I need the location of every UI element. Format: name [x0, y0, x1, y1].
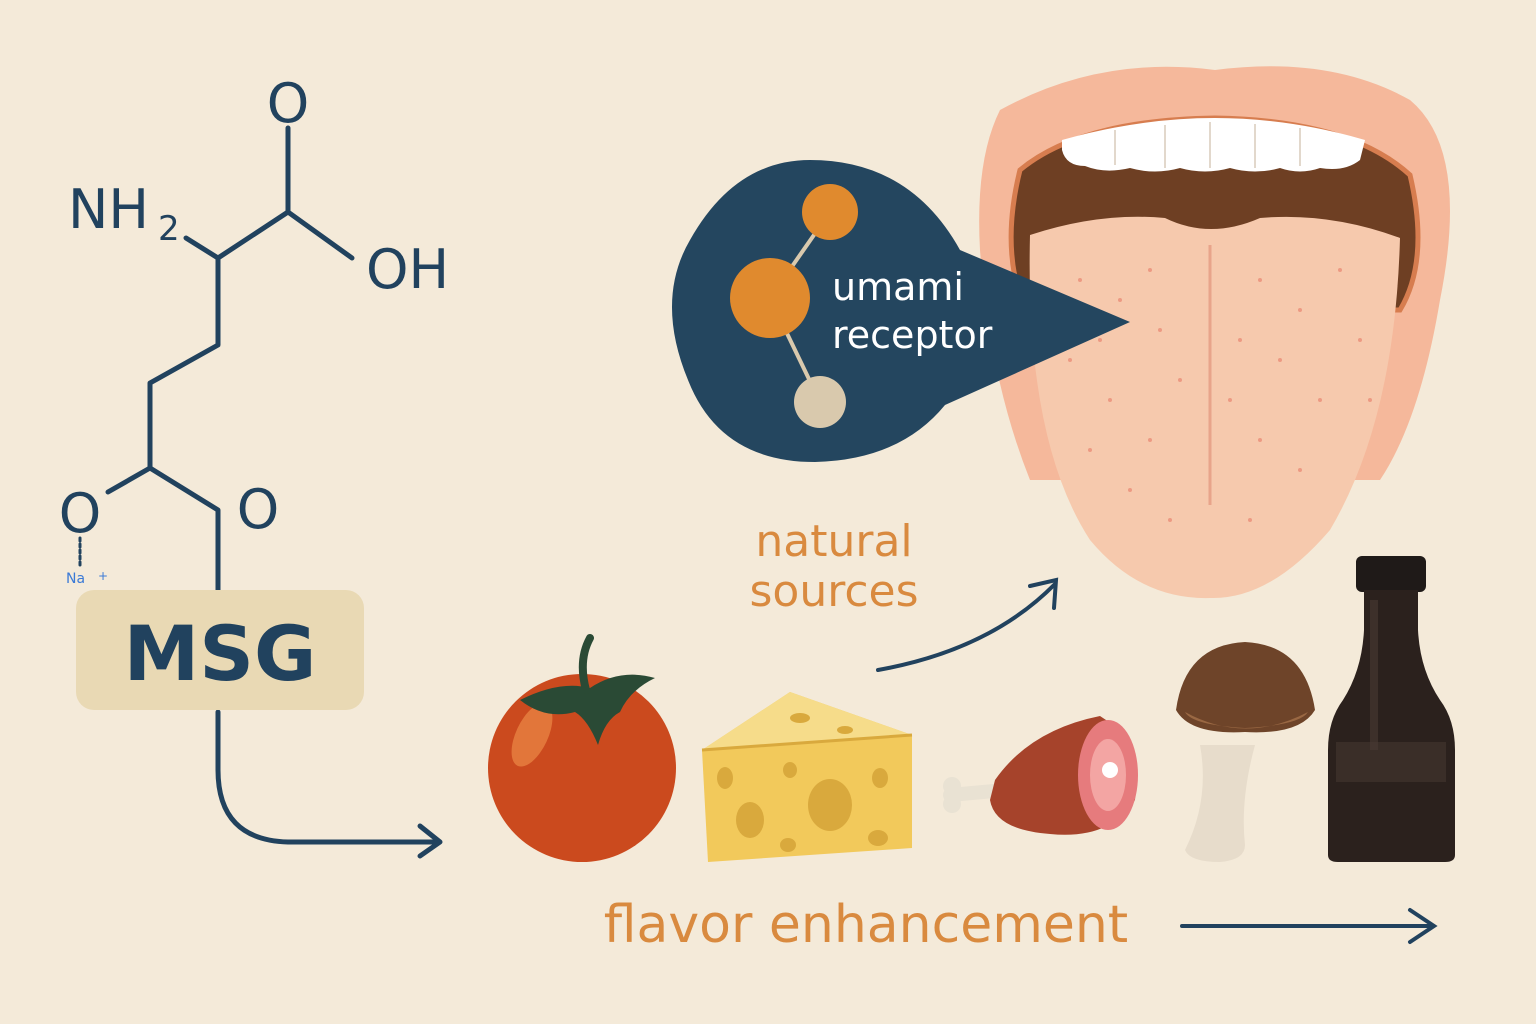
mushroom-icon	[1176, 642, 1315, 862]
sources-to-tongue-arrow	[876, 577, 1059, 672]
meat-icon	[943, 716, 1138, 835]
amine-subscript: 2	[158, 209, 180, 249]
teeth-gaps	[1114, 122, 1301, 168]
hydroxyl-label: OH	[366, 238, 449, 301]
msg-to-food-path	[215, 709, 441, 845]
soy-sauce-bottle-icon	[1328, 556, 1455, 862]
msg-label-box	[76, 590, 364, 710]
mouth-illustration	[979, 66, 1450, 599]
sodium-charge: +	[98, 569, 108, 583]
oxygen-top-label: O	[267, 72, 310, 135]
msg-label: MSG	[124, 609, 317, 698]
tongue-papillae	[1068, 268, 1372, 522]
umami-receptor-bubble: umami receptor	[671, 160, 1130, 462]
bond-side-chain	[147, 255, 221, 471]
oxygen-right-label: O	[237, 478, 280, 541]
oxygen-left-label: O	[59, 482, 102, 545]
natural-sources-line2: sources	[749, 566, 918, 617]
flavor-enhancement-label: flavor enhancement	[604, 895, 1128, 955]
msg-molecule	[78, 125, 443, 859]
tongue	[1029, 216, 1400, 599]
cheese-icon	[701, 692, 913, 862]
amine-label: NH	[68, 178, 149, 241]
msg-to-food-arrowhead	[417, 823, 443, 859]
bond-carboxylate	[105, 465, 221, 599]
sodium-label: Na	[66, 571, 85, 587]
receptor-label-line1: umami	[832, 265, 964, 309]
molecule-atom-top	[802, 184, 858, 240]
molecule-atom-middle	[730, 258, 810, 338]
bond-alpha-carbon	[183, 209, 291, 261]
molecule-atom-bottom	[794, 376, 846, 428]
bond-c-oh	[285, 209, 355, 261]
receptor-label-line2: receptor	[832, 313, 993, 357]
teeth	[1062, 118, 1365, 172]
speech-bubble	[671, 160, 1130, 462]
flavor-enhancement-arrow	[1180, 908, 1438, 944]
tomato-icon	[488, 634, 676, 862]
natural-sources-line1: natural	[755, 516, 912, 567]
